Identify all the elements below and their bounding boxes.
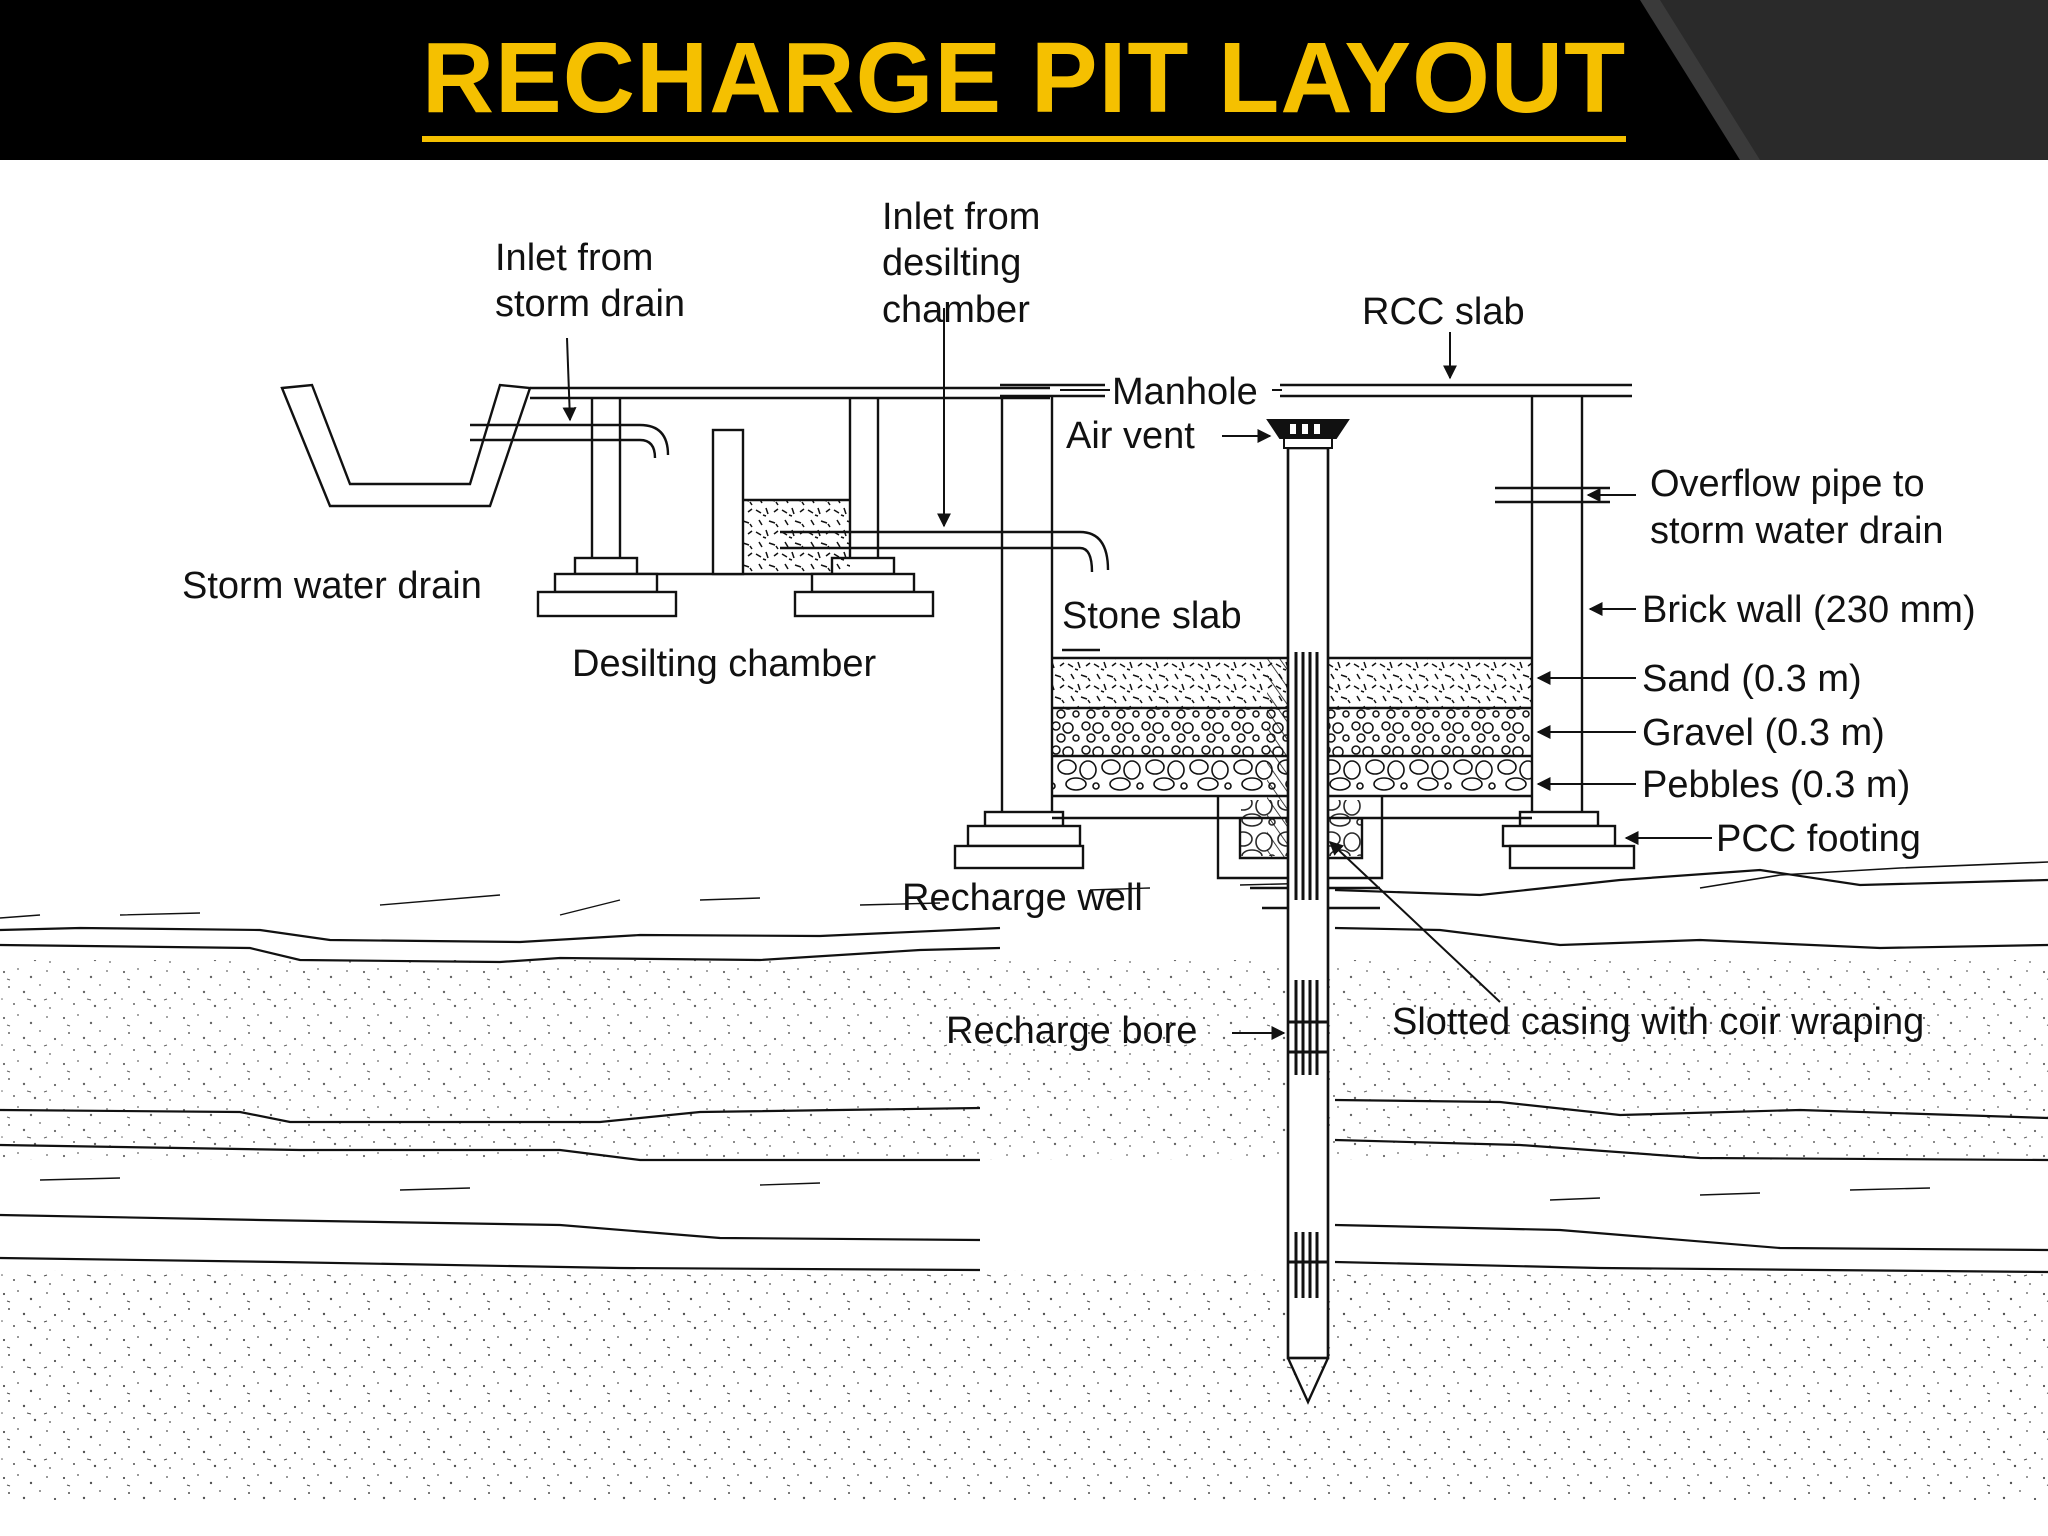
label-stone-slab: Stone slab xyxy=(1062,595,1242,637)
label-slotted-casing: Slotted casing with coir wraping xyxy=(1392,1001,1924,1043)
desilting-chamber xyxy=(530,386,1050,618)
storm-water-drain xyxy=(280,383,532,508)
label-desilting-chamber: Desilting chamber xyxy=(572,643,876,685)
inlet-pipe-storm-drain xyxy=(470,423,670,459)
label-recharge-bore: Recharge bore xyxy=(946,1010,1197,1052)
label-inlet-desilting-line1: Inlet from xyxy=(882,196,1040,238)
banner-shade xyxy=(1640,0,2048,160)
label-recharge-well: Recharge well xyxy=(902,877,1143,919)
label-overflow-line2: storm water drain xyxy=(1650,510,1944,552)
leader-lines xyxy=(562,308,1712,1040)
page-title-text: RECHARGE PIT LAYOUT xyxy=(421,22,1627,142)
labels: Inlet from storm drain Inlet from desilt… xyxy=(182,196,1976,1052)
air-vent-cap xyxy=(1266,419,1350,449)
label-manhole: Manhole xyxy=(1112,371,1258,413)
label-inlet-storm-line2: storm drain xyxy=(495,283,685,325)
label-air-vent: Air vent xyxy=(1066,415,1195,457)
title-banner: RECHARGE PIT LAYOUT xyxy=(0,0,2048,160)
label-sand: Sand (0.3 m) xyxy=(1642,658,1862,700)
label-rcc-slab: RCC slab xyxy=(1362,291,1525,333)
label-brick-wall: Brick wall (230 mm) xyxy=(1642,589,1976,631)
inlet-pipe-desilting xyxy=(780,530,1110,573)
ground-strata xyxy=(0,861,2048,1500)
label-inlet-storm-line1: Inlet from xyxy=(495,237,653,279)
label-pcc-footing: PCC footing xyxy=(1716,818,1921,860)
label-pebbles: Pebbles (0.3 m) xyxy=(1642,764,1910,806)
label-overflow-line1: Overflow pipe to xyxy=(1650,463,1925,505)
page-title: RECHARGE PIT LAYOUT xyxy=(0,22,2048,142)
label-storm-water-drain: Storm water drain xyxy=(182,565,482,607)
label-gravel: Gravel (0.3 m) xyxy=(1642,712,1885,754)
label-inlet-desilting-line3: chamber xyxy=(882,289,1030,331)
label-inlet-desilting-line2: desilting xyxy=(882,242,1021,284)
recharge-bore xyxy=(1250,446,1380,1405)
